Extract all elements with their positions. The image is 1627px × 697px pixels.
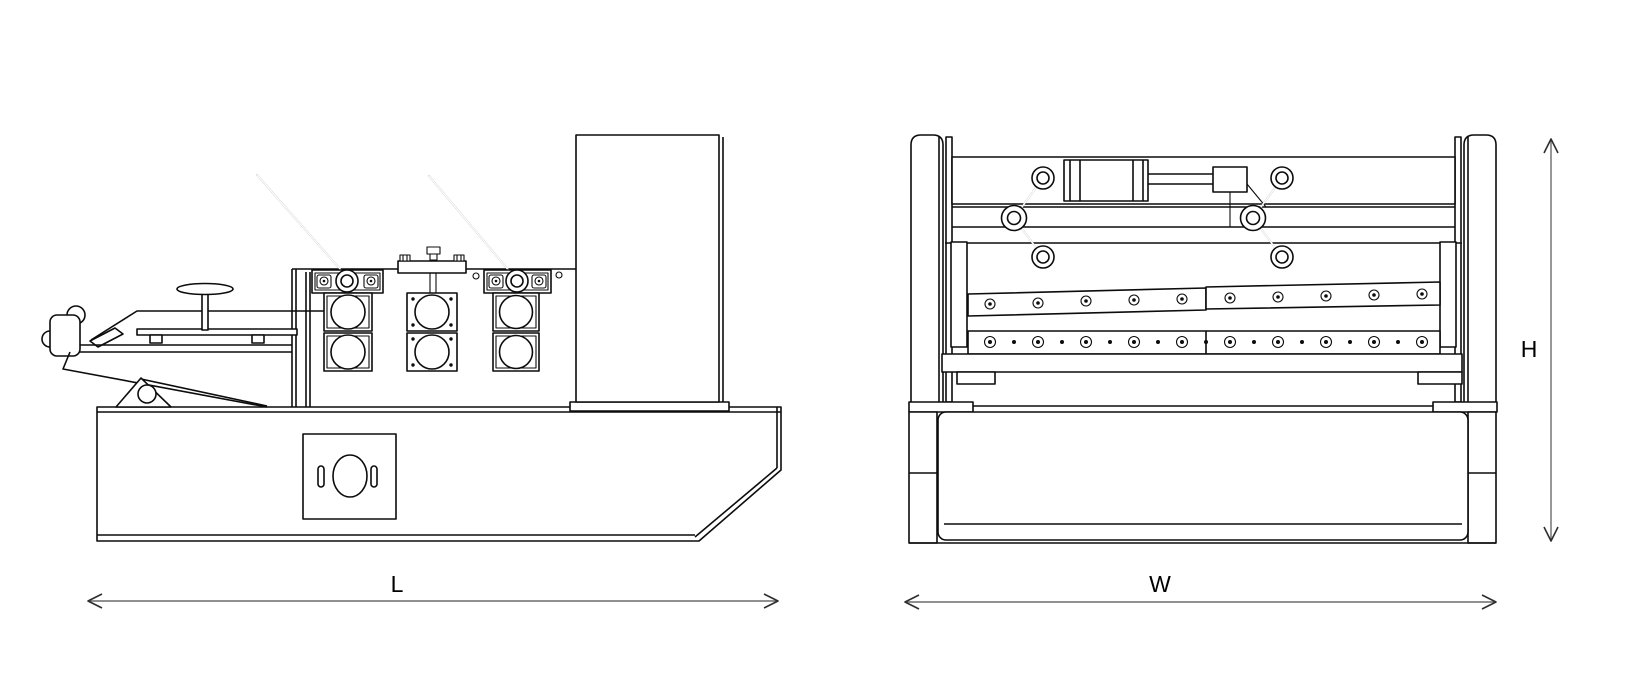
dimensions: L W H bbox=[87, 138, 1559, 610]
table-plate bbox=[136, 328, 298, 336]
bellcrank-right bbox=[1239, 166, 1294, 269]
hand-levers bbox=[256, 174, 517, 280]
bellcrank-left bbox=[1000, 166, 1055, 269]
roller bbox=[498, 334, 534, 370]
dimension-height: H bbox=[1521, 138, 1559, 542]
cylinder-body bbox=[1063, 159, 1149, 202]
base-box bbox=[937, 411, 1469, 541]
roller bbox=[414, 334, 450, 370]
guide-block-right bbox=[1439, 241, 1457, 348]
arrowhead-up-icon bbox=[1543, 138, 1559, 154]
table-end-roller bbox=[41, 305, 86, 357]
bed-hole bbox=[472, 272, 480, 280]
arrowhead-left-icon bbox=[87, 593, 103, 609]
guide-block-left bbox=[950, 241, 968, 348]
bed-beam bbox=[941, 353, 1463, 385]
bed-hole bbox=[555, 271, 563, 279]
pivot-hole bbox=[137, 384, 157, 404]
dimension-length: L bbox=[87, 571, 779, 609]
machine-base-front bbox=[908, 401, 1498, 544]
arrowhead-right-icon bbox=[763, 593, 779, 609]
lower-blade-bolts bbox=[983, 335, 1429, 349]
height-label: H bbox=[1521, 336, 1538, 362]
cabinet-plinth bbox=[569, 401, 730, 412]
roller bbox=[330, 294, 366, 330]
arrowhead-left-icon bbox=[904, 594, 920, 610]
frame-post-left bbox=[910, 134, 953, 404]
front-view bbox=[908, 134, 1498, 544]
lever-pivot bbox=[335, 269, 359, 293]
foot-flange-left bbox=[908, 401, 974, 413]
arrowhead-right-icon bbox=[1481, 594, 1497, 610]
control-cabinet bbox=[569, 134, 730, 412]
machine-base bbox=[96, 406, 782, 542]
upper-blade bbox=[967, 281, 1441, 317]
rod-end-block bbox=[1212, 166, 1248, 193]
side-view bbox=[41, 134, 782, 542]
dimension-width: W bbox=[904, 571, 1497, 610]
roller-stand-2 bbox=[397, 246, 467, 372]
roller bbox=[414, 294, 450, 330]
length-label: L bbox=[391, 571, 404, 597]
roller-stand-1 bbox=[311, 269, 384, 372]
upper-blade-bolts bbox=[984, 288, 1428, 310]
base-access-panel bbox=[302, 433, 397, 520]
infeed-table bbox=[41, 282, 325, 408]
width-label: W bbox=[1149, 571, 1171, 597]
arrowhead-down-icon bbox=[1543, 526, 1559, 542]
lever-pivot bbox=[505, 269, 529, 293]
foot-flange-right bbox=[1432, 401, 1498, 413]
table-support-wedge bbox=[62, 351, 268, 408]
roller bbox=[330, 334, 366, 370]
hydraulic-cylinder bbox=[1063, 159, 1267, 227]
adjuster-knob bbox=[426, 246, 441, 255]
handwheel bbox=[176, 282, 234, 331]
roller bbox=[498, 294, 534, 330]
lower-blade bbox=[967, 330, 1441, 355]
roller-stand-3 bbox=[483, 269, 552, 372]
